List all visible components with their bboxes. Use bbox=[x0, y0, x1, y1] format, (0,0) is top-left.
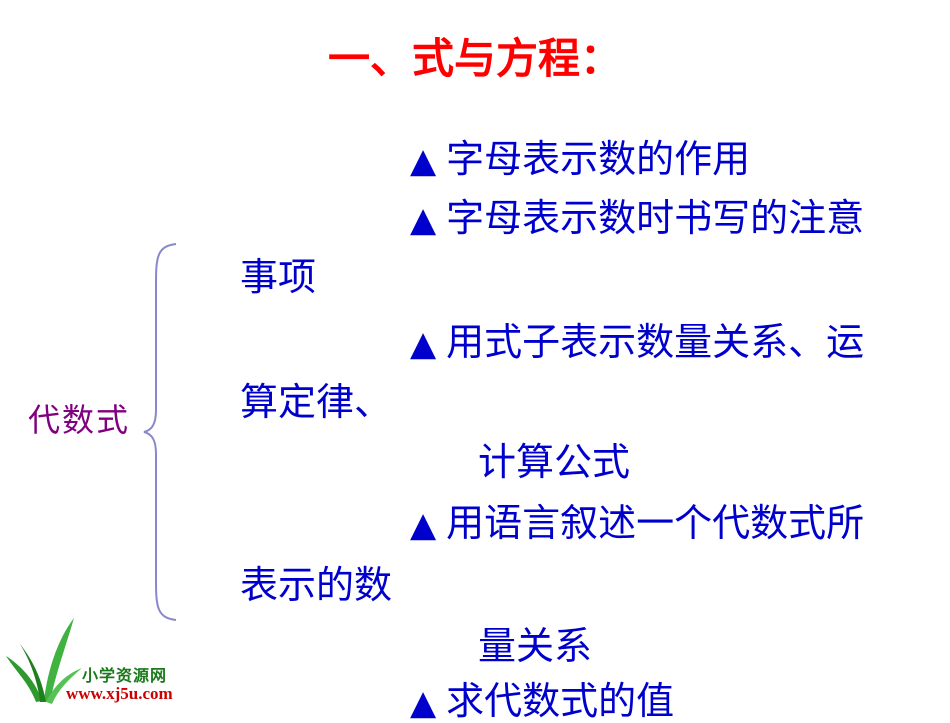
logo-text: 小学资源网 bbox=[82, 666, 168, 685]
item-text: 字母表示数时书写的注意 bbox=[446, 196, 865, 240]
category-label: 代数式 bbox=[28, 401, 131, 439]
item-continuation: 量关系 bbox=[478, 624, 593, 668]
triangle-bullet-icon: ▲ bbox=[410, 683, 437, 723]
item-continuation: 计算公式 bbox=[478, 440, 631, 484]
list-item: ▲字母表示数时书写的注意 bbox=[410, 199, 864, 237]
triangle-bullet-icon: ▲ bbox=[410, 141, 437, 181]
list-item: ▲用式子表示数量关系、运 bbox=[410, 323, 864, 361]
triangle-bullet-icon: ▲ bbox=[410, 324, 437, 364]
logo-url: www.xj5u.com bbox=[66, 684, 173, 703]
item-text: 字母表示数的作用 bbox=[446, 137, 751, 181]
slide-title: 一、式与方程： bbox=[327, 34, 622, 83]
leaf-sprout-icon bbox=[6, 618, 82, 704]
item-continuation: 事项 bbox=[240, 255, 317, 299]
list-item: ▲求代数式的值 bbox=[410, 682, 674, 720]
item-text: 用式子表示数量关系、运 bbox=[446, 320, 865, 364]
item-continuation: 算定律、 bbox=[240, 380, 393, 424]
site-logo: 小学资源网 www.xj5u.com bbox=[4, 616, 204, 713]
list-item: ▲用语言叙述一个代数式所 bbox=[410, 504, 864, 542]
triangle-bullet-icon: ▲ bbox=[410, 200, 437, 240]
item-text: 用语言叙述一个代数式所 bbox=[446, 501, 865, 545]
left-brace-icon bbox=[143, 243, 177, 621]
list-item: ▲字母表示数的作用 bbox=[410, 140, 750, 178]
triangle-bullet-icon: ▲ bbox=[410, 505, 437, 545]
item-text: 求代数式的值 bbox=[446, 679, 675, 723]
item-continuation: 表示的数 bbox=[240, 563, 393, 607]
